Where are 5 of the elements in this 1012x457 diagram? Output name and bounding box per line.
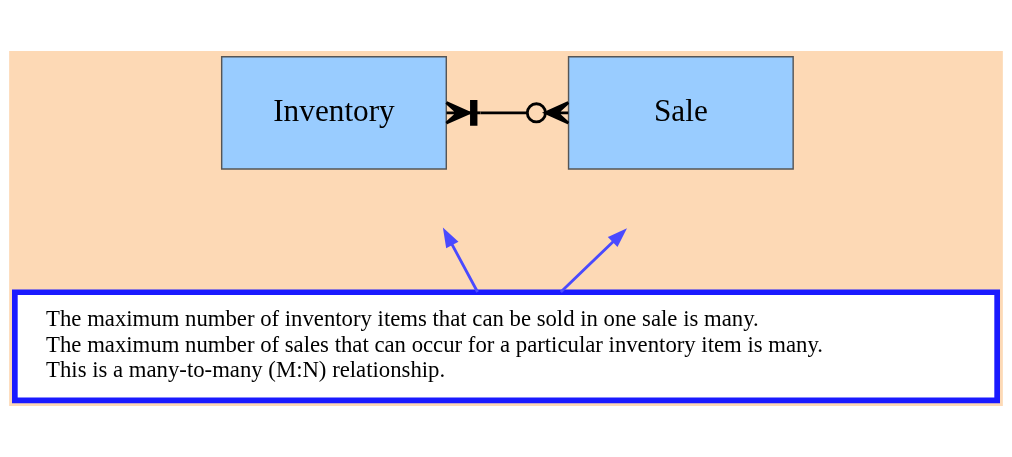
node-box: The maximum number of inventory items that can be sold in one sale is many. The maximum number of sales that can occur for a particular inventory item is many. This is a many-to-many (M:N) relationship. (12, 289, 1000, 404)
arrow (442, 227, 479, 293)
node-box: Inventory (220, 56, 447, 170)
node-box: Sale (567, 56, 794, 170)
arrow (559, 228, 627, 294)
